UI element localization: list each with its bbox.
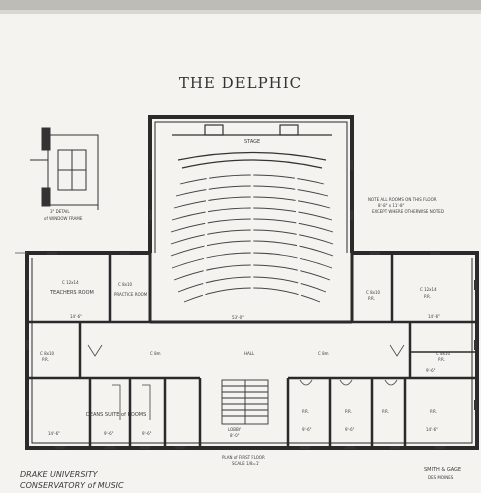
institution-line-1: DRAKE UNIVERSITY	[20, 470, 98, 479]
plan-caption: PLAN of FIRST FLOOR	[222, 455, 265, 460]
dim-deans-a: 9'-6"	[104, 431, 114, 436]
right-top-pr-dims: C 12x14	[420, 287, 437, 292]
architect-name: SMITH & GAGE	[424, 467, 462, 473]
dim-lower-b: 9'-6"	[345, 427, 355, 432]
dim-left-lower: 14'-6"	[48, 431, 61, 436]
deans-suite-label: DEANS SUITE of ROOMS	[86, 412, 147, 418]
window-frame-detail	[30, 127, 99, 210]
auditorium-rear-wall	[148, 253, 354, 324]
seating-rows	[170, 170, 334, 305]
lower-pr-2-label: P.R.	[345, 409, 352, 414]
lobby-dims: 8'-0"	[230, 433, 240, 438]
corridor-right-label: C 8m	[318, 351, 329, 356]
dim-right-lower: 14'-6"	[426, 427, 439, 432]
scan-edge	[0, 0, 481, 10]
institution-line-2: CONSERVATORY of MUSIC	[20, 481, 124, 490]
door-swings	[87, 344, 405, 420]
note-line-3: EXCEPT WHERE OTHERWISE NOTED	[372, 209, 444, 214]
hall-label: HALL	[244, 351, 255, 356]
note-line-1: NOTE ALL ROOMS ON THIS FLOOR	[368, 197, 437, 202]
drawing-title: THE DELPHIC	[178, 74, 303, 92]
lower-pr-1-label: P.R.	[302, 409, 309, 414]
dim-lower-a: 9'-6"	[302, 427, 312, 432]
architect-city: DES MOINES	[428, 475, 454, 480]
lower-pr-3-label: P.R.	[382, 409, 389, 414]
lower-pr-4-label: P.R.	[430, 409, 437, 414]
interior-walls	[27, 253, 477, 448]
stage-area	[172, 124, 332, 169]
staircase	[221, 379, 269, 425]
window-detail-sublabel: of WINDOW FRAME	[44, 216, 83, 221]
plan-scale: SCALE 1/8=1'	[232, 461, 260, 466]
right-top-pr-label: P.R.	[424, 294, 431, 299]
windows	[26, 160, 477, 449]
scan-edge-shade	[0, 10, 481, 14]
left-pr-dims: C 8x10	[40, 351, 55, 356]
practice-room-dims: C 8x10	[118, 282, 133, 287]
auditorium-width-dim: 53'-0"	[232, 315, 245, 320]
right-pr-label: P.R.	[438, 357, 445, 362]
right-pr-dims: C 8x10	[436, 351, 451, 356]
note-line-2: 8'-8" x 11'-8"	[378, 203, 405, 208]
teachers-room-label: TEACHERS ROOM	[50, 290, 94, 296]
dim-right-mid: 9'-6"	[426, 368, 436, 373]
corridor-left-label: C 8m	[150, 351, 161, 356]
practice-room-label: PRACTICE ROOM	[114, 292, 148, 297]
mid-pr-label: P.R.	[368, 296, 375, 301]
mid-pr-dims: C 8x10	[366, 290, 381, 295]
left-pr-label: P.R.	[42, 357, 49, 362]
dim-right-top: 14'-6"	[428, 314, 441, 319]
dim-deans-b: 9'-6"	[142, 431, 152, 436]
teachers-room-dims: C 12x14	[62, 280, 79, 285]
window-detail-label: 3" DETAIL	[50, 209, 70, 214]
dim-left-room-top: 14'-6"	[70, 314, 83, 319]
lobby-label: LOBBY	[228, 427, 241, 432]
stage-label: STAGE	[244, 139, 261, 145]
